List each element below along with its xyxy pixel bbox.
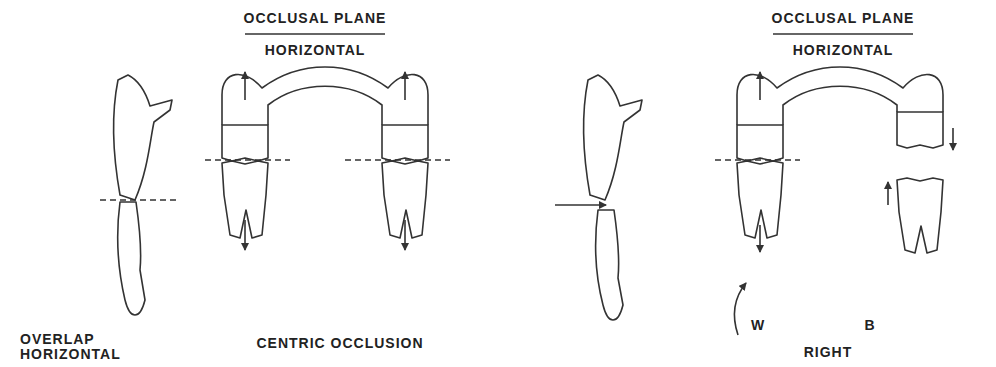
plane-label: HORIZONTAL [265,42,366,58]
tooth-letter: B [864,317,875,333]
caption-label: CENTRIC OCCLUSION [256,335,423,351]
heading-label: OCCLUSAL PLANE [244,10,387,26]
tooth-letter: W [751,317,765,333]
heading-label: OCCLUSAL PLANE [772,10,915,26]
caption-label: RIGHT [804,344,853,360]
plane-label: HORIZONTAL [793,42,894,58]
caption-label: OVERLAP HORIZONTAL [20,332,150,362]
